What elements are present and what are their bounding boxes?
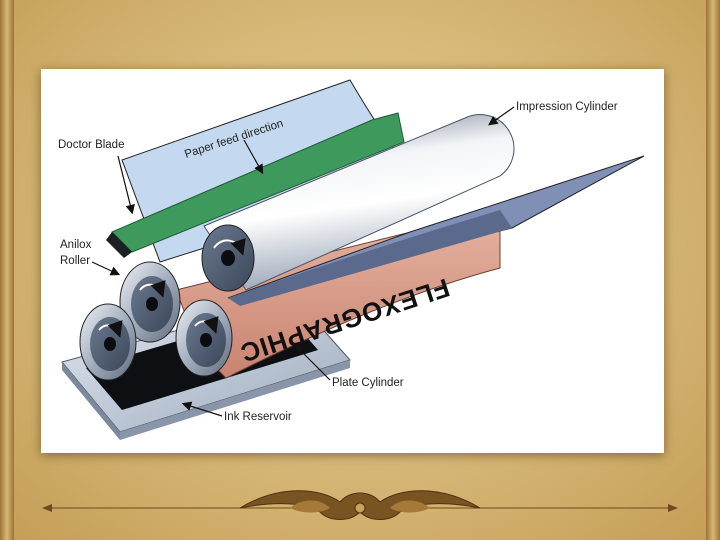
svg-text:Plate Cylinder: Plate Cylinder	[332, 377, 404, 389]
frame-right-edge	[706, 0, 720, 540]
impression-cylinder	[201, 114, 515, 292]
anilox-roller	[119, 261, 181, 343]
label-plate-cylinder: Plate Cylinder	[294, 344, 404, 389]
printed-paper	[227, 155, 645, 306]
doctor-blade	[106, 112, 405, 258]
label-ink-reservoir: Ink Reservoir	[181, 401, 292, 423]
svg-text:Roller: Roller	[60, 255, 90, 267]
label-anilox-roller: Anilox Roller	[60, 239, 121, 276]
svg-text:Doctor Blade: Doctor Blade	[58, 139, 124, 151]
fountain-roller	[79, 303, 137, 381]
plate-cylinder	[175, 299, 233, 377]
frame-left-edge	[0, 0, 14, 540]
label-impression-cylinder: Impression Cylinder	[488, 101, 618, 126]
svg-text:Anilox: Anilox	[60, 239, 92, 251]
svg-text:Impression Cylinder: Impression Cylinder	[516, 101, 618, 113]
svg-text:Ink Reservoir: Ink Reservoir	[224, 411, 292, 423]
label-doctor-blade: Doctor Blade	[58, 139, 135, 215]
ornamental-divider	[42, 490, 678, 520]
